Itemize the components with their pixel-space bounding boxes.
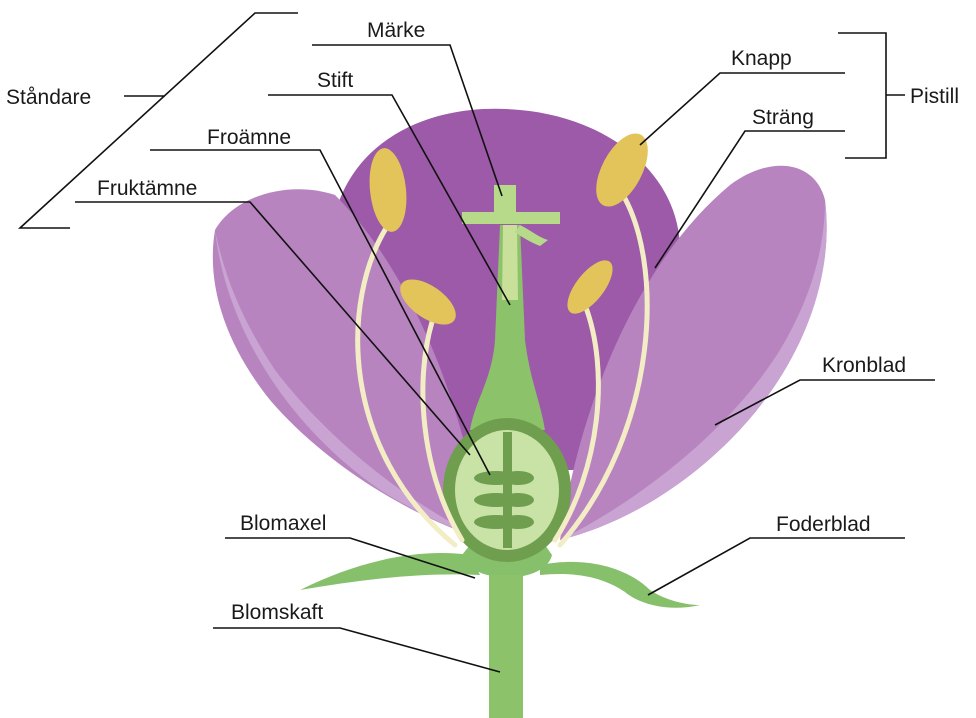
style-light	[502, 225, 518, 300]
flower-illustration	[213, 109, 827, 718]
leader-pistill-bracket	[838, 33, 905, 158]
label-pistill: Pistill	[910, 85, 959, 108]
ovule	[502, 515, 534, 529]
label-strang: Sträng	[752, 106, 814, 129]
label-standare: Ståndare	[6, 86, 91, 109]
ovary-septum	[503, 432, 512, 548]
ovule	[502, 493, 534, 507]
label-foderblad: Foderblad	[776, 513, 871, 536]
ovule	[502, 471, 534, 485]
label-fruktamne: Fruktämne	[97, 177, 197, 200]
label-blomskaft: Blomskaft	[231, 601, 323, 624]
label-stift: Stift	[317, 69, 353, 92]
label-blomaxel: Blomaxel	[240, 512, 326, 535]
sepal-right	[540, 562, 700, 608]
label-froamne: Froämne	[207, 126, 291, 149]
leader-blomskaft	[213, 628, 500, 672]
pedicel	[489, 575, 523, 718]
leader-foderblad	[648, 538, 905, 595]
label-knapp: Knapp	[731, 47, 792, 70]
label-kronblad: Kronblad	[822, 354, 906, 377]
label-marke: Märke	[367, 19, 425, 42]
ovules	[474, 471, 534, 529]
stigma-top	[494, 185, 516, 214]
